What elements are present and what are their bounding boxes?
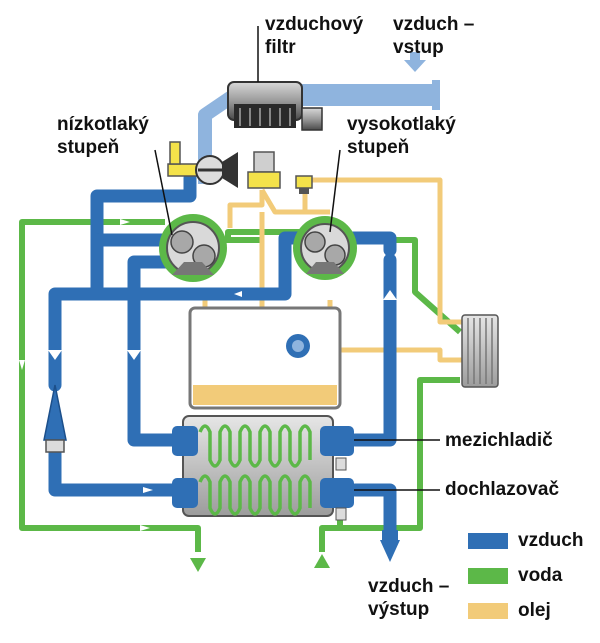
air-filter xyxy=(227,81,323,131)
high-pressure-stage xyxy=(293,216,357,280)
air-inlet-label: vzduch – vstup xyxy=(393,13,474,59)
control-valves xyxy=(247,151,313,194)
high-pressure-label: vysokotlaký stupeň xyxy=(347,113,456,159)
air-outlet-label-line2: výstup xyxy=(368,599,430,620)
air-filter-label-line1: vzduchový xyxy=(265,14,364,35)
air-flow-arrows xyxy=(48,290,397,493)
legend-item-oil: olej xyxy=(468,600,551,622)
oil-cooler xyxy=(461,314,499,388)
legend-label-oil: olej xyxy=(518,600,551,621)
air-filter-label: vzduchový filtr xyxy=(265,13,363,59)
air-output-arrow xyxy=(380,540,400,562)
cooler-block xyxy=(172,415,354,521)
high-stage-pointer xyxy=(329,149,341,233)
oil-pump xyxy=(286,334,310,358)
legend-swatch-air xyxy=(468,533,508,549)
legend-swatch-oil xyxy=(468,603,508,619)
low-pressure-label-line2: stupeň xyxy=(57,137,120,158)
inlet-valve xyxy=(167,141,238,188)
legend-label-water: voda xyxy=(518,565,563,586)
intercooler-label: mezichladič xyxy=(445,430,553,451)
legend-swatch-water xyxy=(468,568,508,584)
legend-item-water: voda xyxy=(468,565,562,587)
air-outlet-label: vzduch – výstup xyxy=(368,575,449,621)
low-stage-pointer xyxy=(154,149,173,236)
low-pressure-label: nízkotlaký stupeň xyxy=(57,113,149,159)
air-filter-label-line2: filtr xyxy=(265,37,296,58)
low-pressure-stage xyxy=(159,214,227,282)
legend-label-air: vzduch xyxy=(518,530,584,551)
aftercooler-label: dochlazovač xyxy=(445,479,560,500)
low-pressure-label-line1: nízkotlaký xyxy=(57,114,149,135)
air-outlet-label-line1: vzduch – xyxy=(368,576,450,597)
high-pressure-label-line2: stupeň xyxy=(347,137,410,158)
oil-sump xyxy=(188,306,342,410)
air-inlet-label-line2: vstup xyxy=(393,37,444,58)
high-pressure-label-line1: vysokotlaký xyxy=(347,114,456,135)
legend-item-air: vzduch xyxy=(468,530,583,552)
water-arrows xyxy=(190,554,330,572)
separator xyxy=(43,384,67,453)
air-inlet-label-line1: vzduch – xyxy=(393,14,475,35)
